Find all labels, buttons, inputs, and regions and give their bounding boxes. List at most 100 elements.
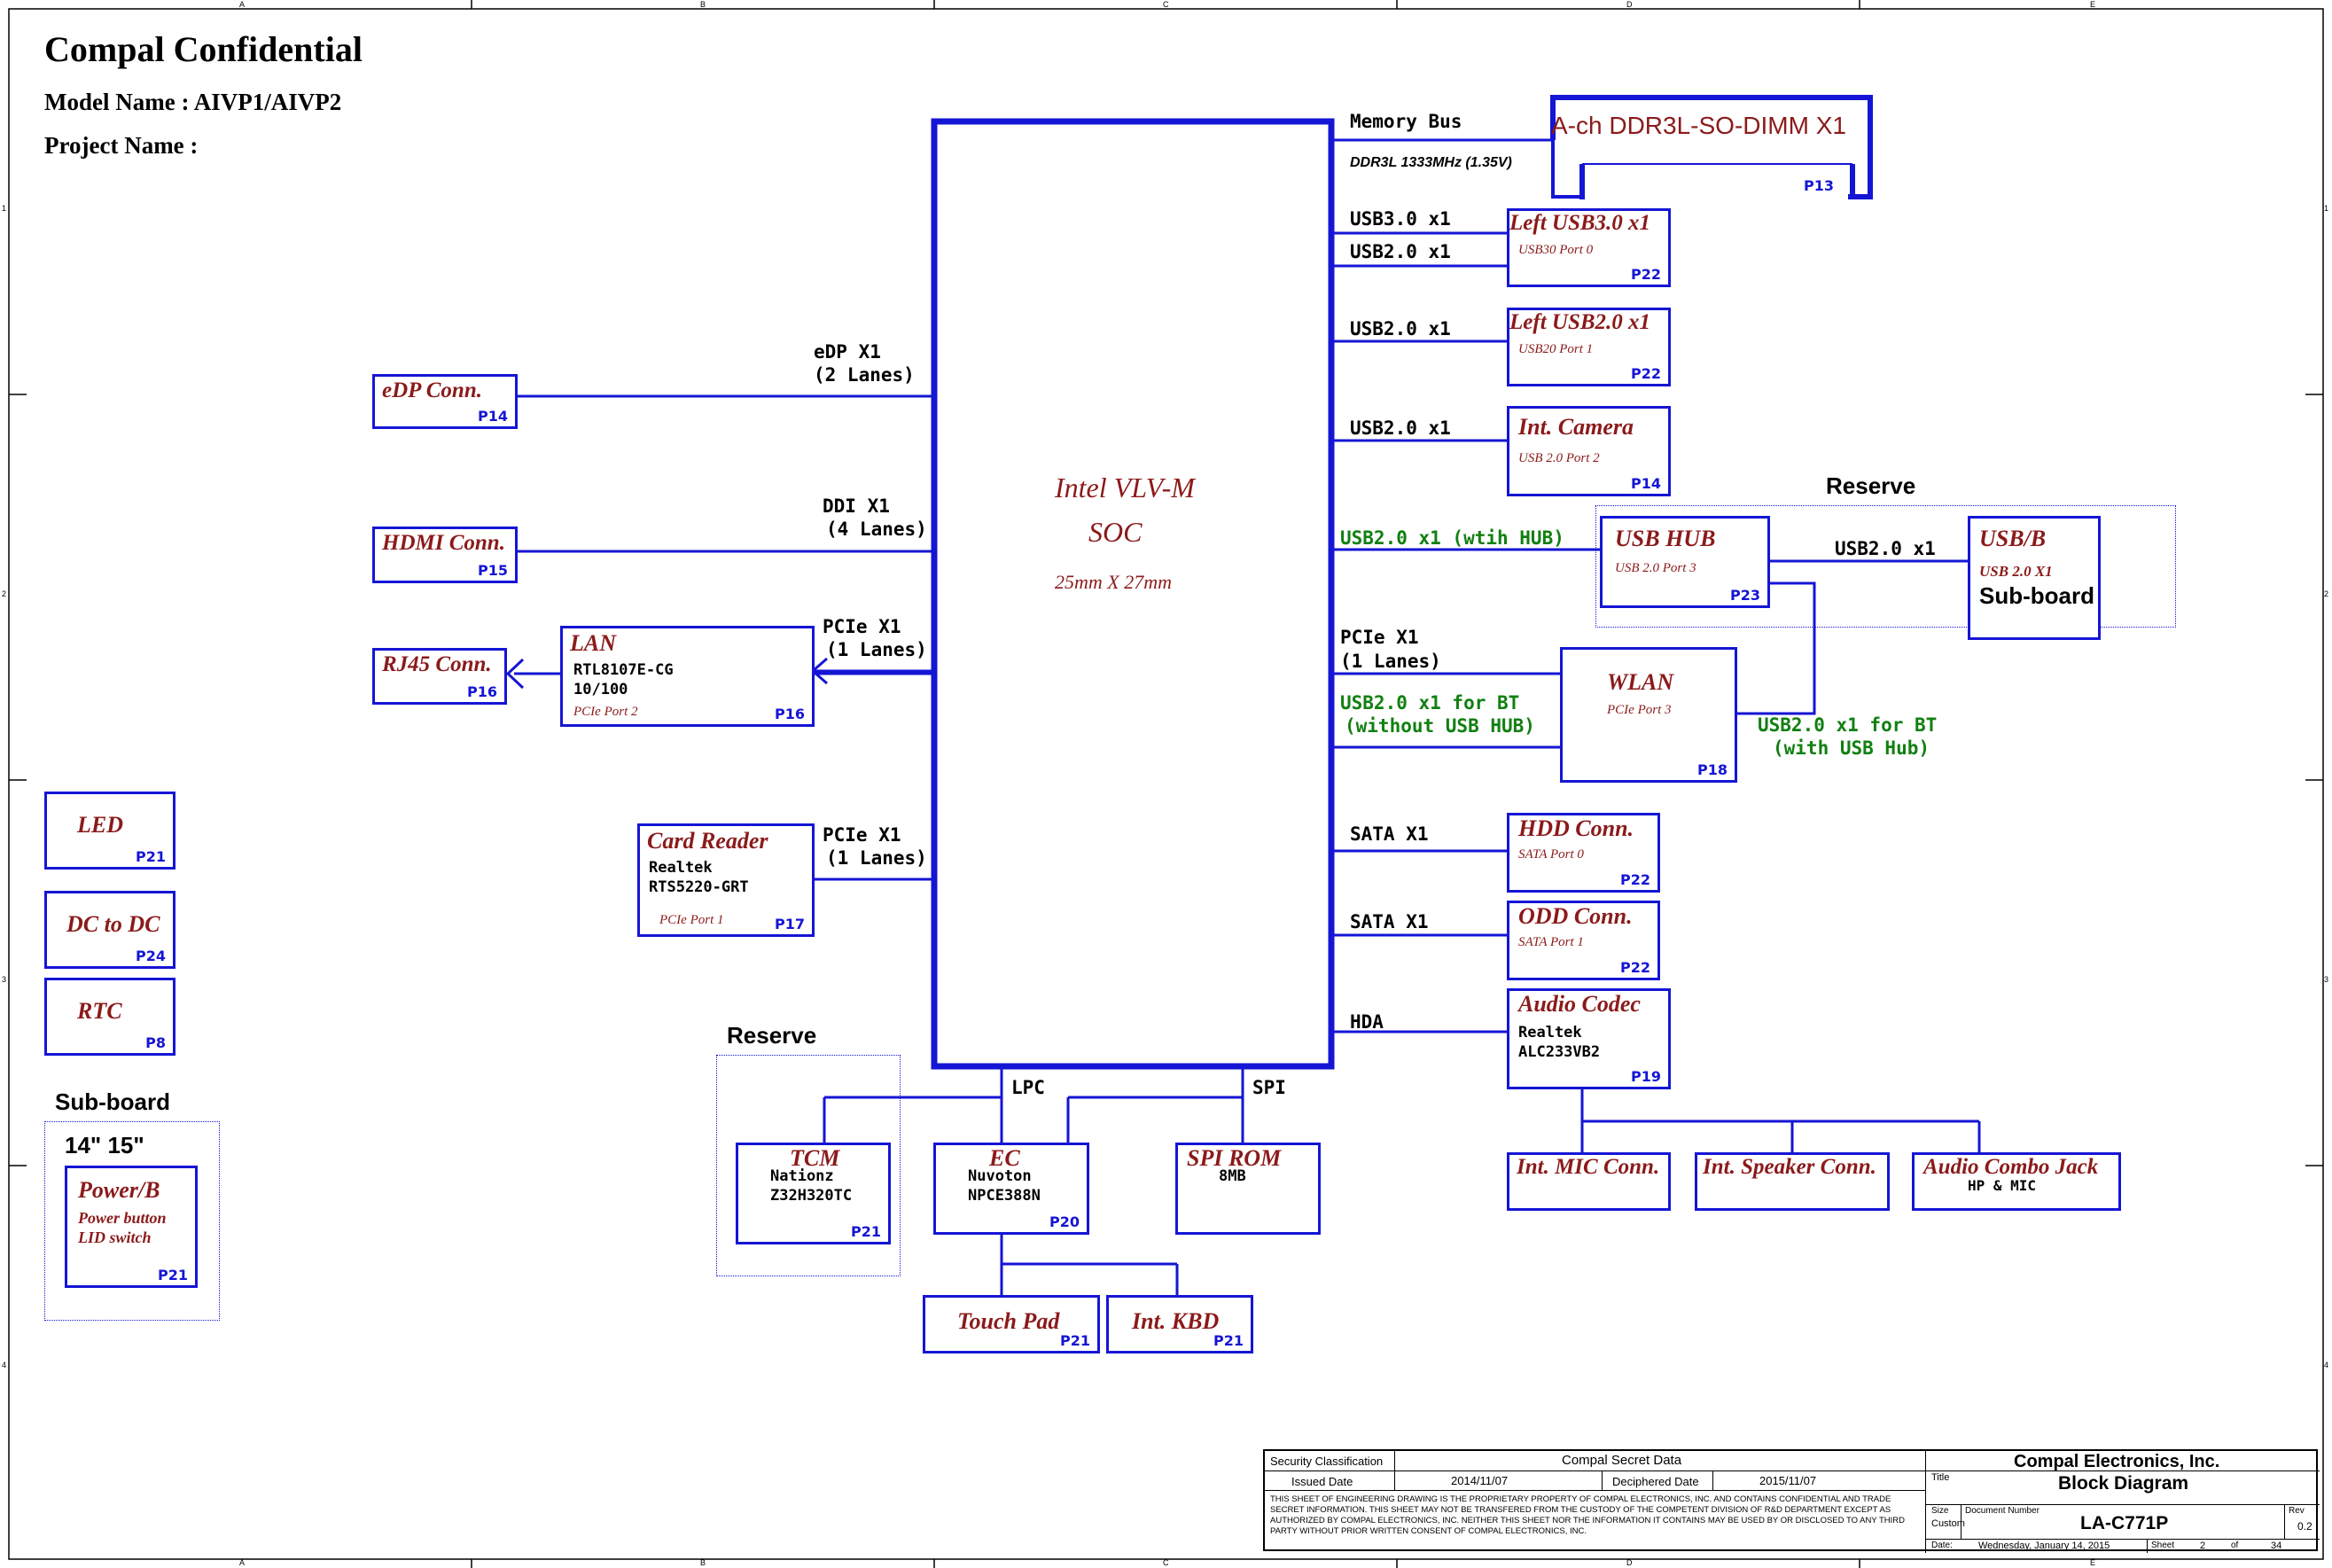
col-c-top: C: [1163, 0, 1169, 9]
title-block: Security Classification Compal Secret Da…: [1263, 1449, 2320, 1553]
col-a-top: A: [239, 0, 246, 9]
int-mic-conn-block[interactable]: Int. MIC Conn.: [1507, 1152, 1671, 1211]
rtc-block[interactable]: RTC P8: [44, 978, 175, 1056]
edp-label: eDP X1: [814, 341, 881, 363]
ec-chip: NPCE388N: [968, 1187, 1041, 1205]
wlan-title: WLAN: [1607, 669, 1674, 695]
deciphered-label: Deciphered Date: [1612, 1475, 1699, 1488]
sheet-label: Sheet: [2151, 1541, 2175, 1550]
lan-title: LAN: [570, 630, 616, 656]
docnum-value: LA-C771P: [2080, 1513, 2169, 1533]
lid-switch-label: LID switch: [78, 1229, 152, 1246]
col-c-bottom: C: [1163, 1558, 1169, 1567]
lan-block[interactable]: LAN RTL8107E-CG 10/100 PCIe Port 2 P16: [560, 626, 815, 727]
wlan-port: PCIe Port 3: [1607, 703, 1672, 717]
date-label: Date:: [1931, 1541, 1953, 1550]
left-usb20-title: Left USB2.0 x1: [1509, 310, 1651, 334]
dc-to-dc-title: DC to DC: [66, 911, 160, 937]
usb20-hub-label: USB2.0 x1 (wtih HUB): [1340, 527, 1564, 549]
lan-speed: 10/100: [573, 681, 628, 698]
power-board-page: P21: [158, 1267, 188, 1283]
usb-board-subboard: Sub-board: [1979, 582, 2094, 609]
sata-odd-label: SATA X1: [1350, 911, 1429, 932]
sheet-total: 34: [2271, 1541, 2282, 1551]
hdmi-conn-page: P15: [478, 562, 508, 579]
edp-conn-block[interactable]: eDP Conn. P14: [372, 374, 518, 429]
row-2-right: 2: [2324, 589, 2329, 598]
spi-rom-block[interactable]: SPI ROM 8MB: [1175, 1143, 1321, 1235]
int-camera-page: P14: [1631, 475, 1661, 492]
rev-label: Rev: [2289, 1506, 2305, 1516]
dc-to-dc-page: P24: [136, 948, 166, 964]
audio-combo-jack-title: Audio Combo Jack: [1923, 1155, 2099, 1179]
size-label: Size: [1931, 1506, 1949, 1516]
dc-to-dc-block[interactable]: DC to DC P24: [44, 891, 175, 969]
led-block[interactable]: LED P21: [44, 792, 175, 870]
model-name: Model Name : AIVP1/AIVP2: [44, 89, 342, 115]
soc-size: 25mm X 27mm: [1055, 571, 1172, 593]
audio-codec-block[interactable]: Audio Codec Realtek ALC233VB2 P19: [1507, 988, 1671, 1089]
usb-board-title: USB/B: [1979, 526, 2047, 551]
row-4-left: 4: [2, 1361, 7, 1369]
soc-type: SOC: [1088, 516, 1143, 548]
left-usb30-page: P22: [1631, 266, 1661, 283]
hda-label: HDA: [1350, 1011, 1384, 1033]
int-camera-block[interactable]: Int. Camera USB 2.0 Port 2 P14: [1507, 406, 1671, 496]
card-reader-block[interactable]: Card Reader Realtek RTS5220-GRT PCIe Por…: [637, 823, 815, 937]
row-1-left: 1: [2, 204, 7, 213]
odd-conn-block[interactable]: ODD Conn. SATA Port 1 P22: [1507, 901, 1660, 980]
reserve-left-label: Reserve: [727, 1022, 817, 1049]
card-reader-chip: RTS5220-GRT: [649, 878, 749, 896]
tcm-block[interactable]: TCM Nationz Z32H320TC P21: [736, 1143, 891, 1244]
reserve-right-label: Reserve: [1826, 472, 1916, 499]
col-d-top: D: [1626, 0, 1633, 9]
bt-label: USB2.0 x1 for BT: [1340, 692, 1520, 714]
secret-label: Compal Secret Data: [1562, 1453, 1682, 1468]
bt-label-note: (without USB HUB): [1345, 715, 1535, 737]
usb-board-block[interactable]: USB/B USB 2.0 X1 Sub-board: [1968, 516, 2101, 640]
ddr-speed-label: DDR3L 1333MHz (1.35V): [1350, 155, 1512, 170]
edp-conn-page: P14: [478, 408, 508, 425]
audio-codec-page: P19: [1631, 1068, 1661, 1085]
deciphered-date: 2015/11/07: [1759, 1474, 1817, 1487]
power-board-block[interactable]: Power/B Power button LID switch P21: [65, 1166, 198, 1288]
memory-bus-label: Memory Bus: [1350, 111, 1462, 132]
sheet-value: 2: [2200, 1541, 2206, 1551]
ec-vendor: Nuvoton: [968, 1167, 1032, 1185]
hdd-conn-port: SATA Port 0: [1518, 847, 1584, 862]
spi-label: SPI: [1252, 1077, 1286, 1098]
ddr-slot-left: [1551, 140, 1582, 199]
usb-hub-block[interactable]: USB HUB USB 2.0 Port 3 P23: [1600, 516, 1770, 608]
reserve-right-area: [1595, 505, 2176, 628]
pcie-card-label: PCIe X1: [823, 824, 901, 846]
left-usb30-title: Left USB3.0 x1: [1509, 211, 1651, 235]
lan-port: PCIe Port 2: [573, 705, 638, 719]
reserve-left-area: [716, 1055, 901, 1276]
usb-hub-title: USB HUB: [1615, 526, 1716, 551]
ec-block[interactable]: EC Nuvoton NPCE388N P20: [933, 1143, 1089, 1235]
rj45-conn-page: P16: [467, 683, 497, 700]
col-e-top: E: [2090, 0, 2096, 9]
lan-page: P16: [775, 706, 805, 722]
pcie-wlan-lanes: (1 Lanes): [1340, 651, 1441, 672]
hdd-conn-block[interactable]: HDD Conn. SATA Port 0 P22: [1507, 813, 1660, 893]
row-3-left: 3: [2, 975, 7, 984]
int-speaker-conn-block[interactable]: Int. Speaker Conn.: [1695, 1152, 1890, 1211]
wlan-block[interactable]: WLAN PCIe Port 3 P18: [1560, 647, 1737, 783]
int-kbd-block[interactable]: Int. KBD P21: [1106, 1295, 1253, 1353]
rev-value: 0.2: [2297, 1520, 2313, 1533]
left-usb20-block[interactable]: Left USB2.0 x1 USB20 Port 1 P22: [1507, 308, 1671, 386]
audio-combo-jack-block[interactable]: Audio Combo Jack HP & MIC: [1912, 1152, 2121, 1211]
hdmi-conn-block[interactable]: HDMI Conn. P15: [372, 527, 518, 583]
left-usb30-block[interactable]: Left USB3.0 x1 USB30 Port 0 P22: [1507, 208, 1671, 287]
touch-pad-block[interactable]: Touch Pad P21: [923, 1295, 1100, 1353]
int-camera-port: USB 2.0 Port 2: [1518, 451, 1600, 465]
issued-label: Issued Date: [1291, 1475, 1353, 1488]
size-value: Custom: [1931, 1518, 1965, 1529]
usb20-label-c: USB2.0 x1: [1350, 417, 1451, 439]
audio-codec-vendor: Realtek: [1518, 1024, 1582, 1041]
soc-block: [931, 118, 1335, 1070]
ddi-label: DDI X1: [823, 495, 890, 517]
wlan-page: P18: [1697, 761, 1728, 778]
rj45-conn-block[interactable]: RJ45 Conn. P16: [372, 648, 507, 705]
